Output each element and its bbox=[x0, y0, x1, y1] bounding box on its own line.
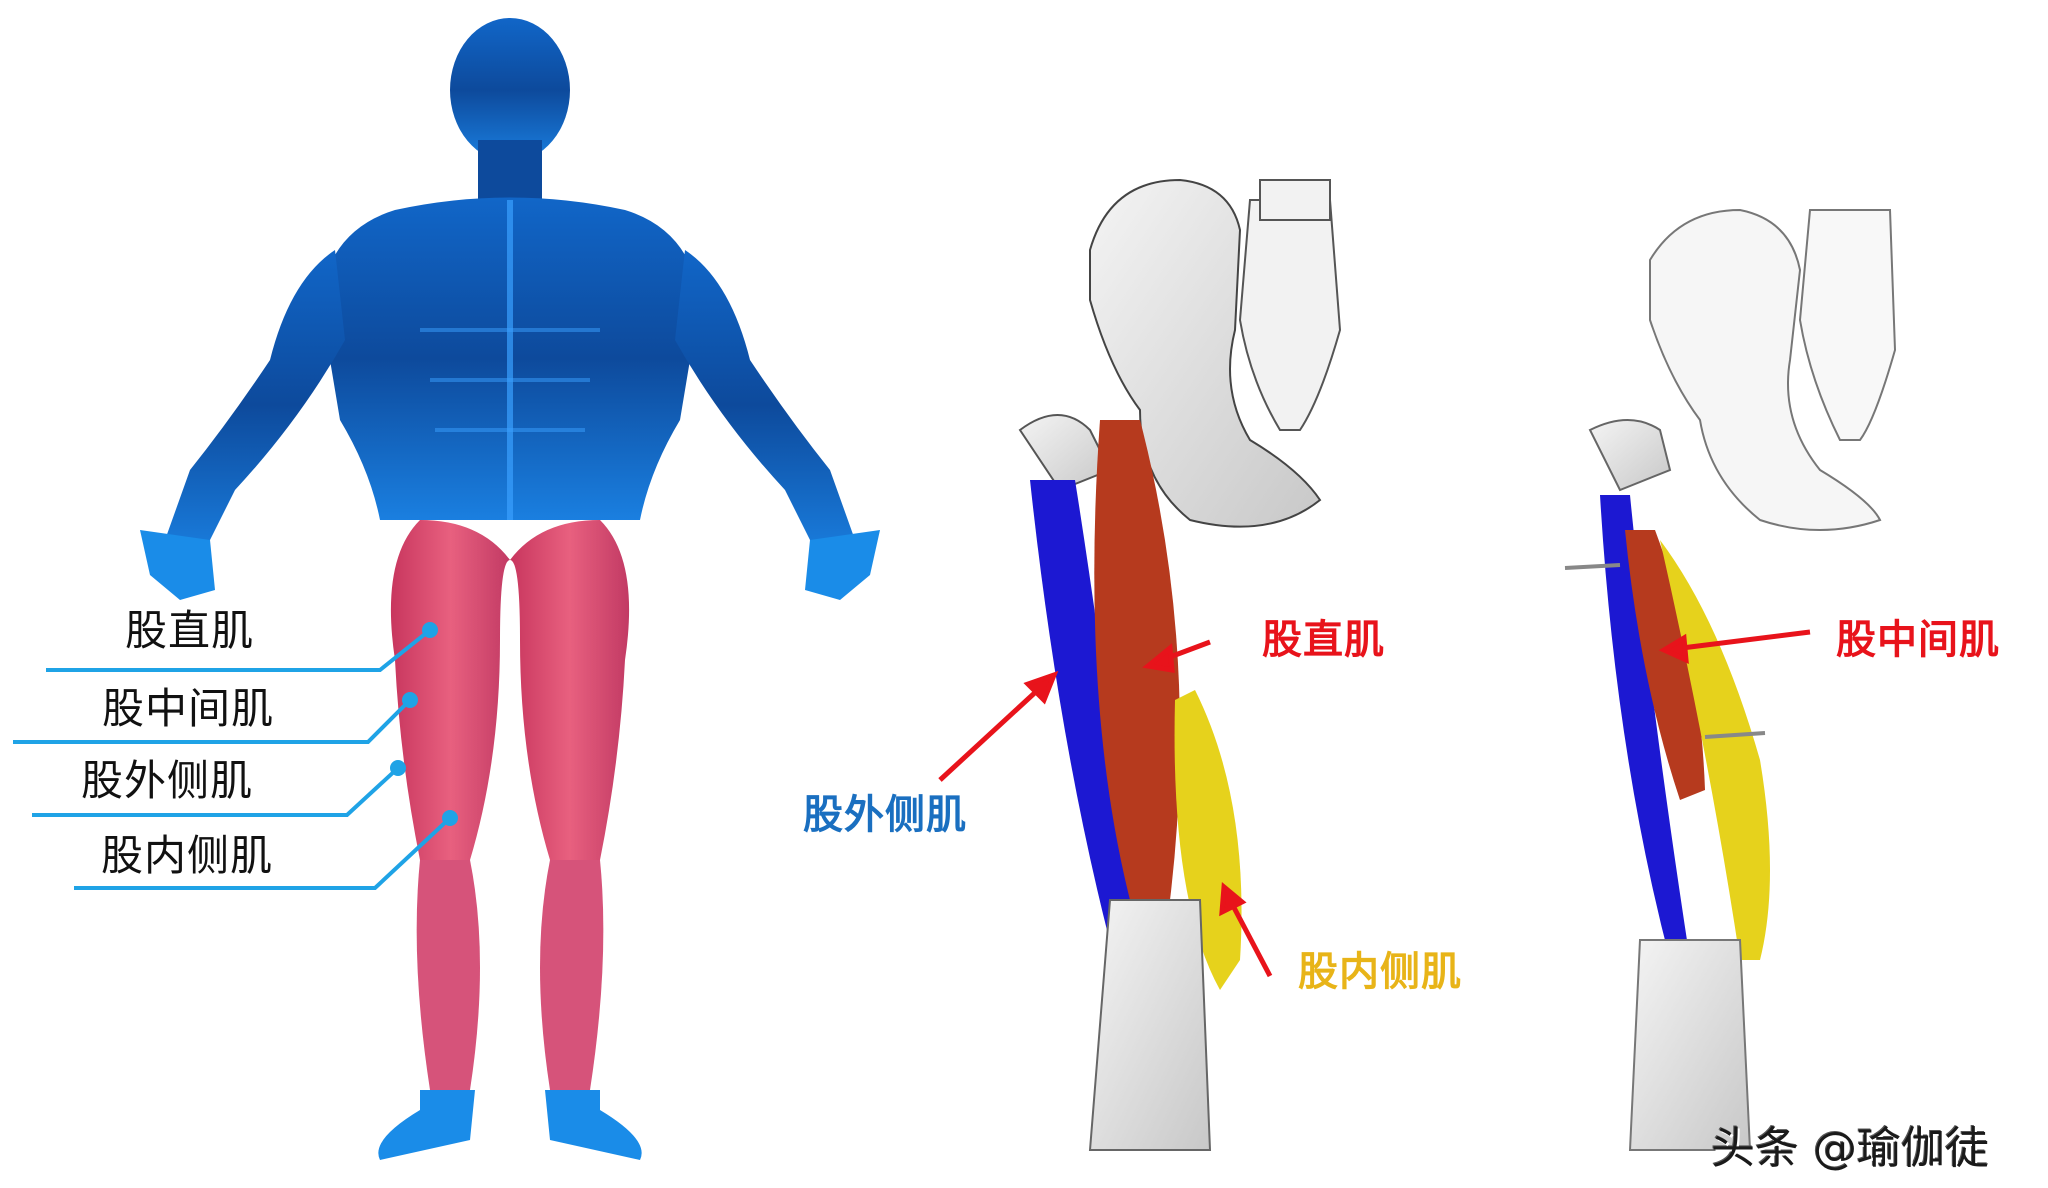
thigh-deep-figure bbox=[1564, 208, 1897, 1151]
watermark: 头条 @瑜伽徒 bbox=[1711, 1123, 1989, 1174]
full-body-figure bbox=[140, 18, 880, 1160]
leader-lines bbox=[13, 628, 452, 890]
label-vastus-intermedius: 股中间肌 bbox=[1836, 617, 2000, 663]
label-vastus-medialis-left: 股内侧肌 bbox=[101, 831, 274, 880]
thigh-anterior-figure bbox=[1018, 178, 1342, 1151]
label-rectus-femoris: 股直肌 bbox=[1262, 617, 1385, 663]
label-vastus-medialis: 股内侧肌 bbox=[1298, 949, 1462, 995]
leader-dots bbox=[390, 622, 458, 826]
label-vastus-lateralis-left: 股外侧肌 bbox=[81, 756, 254, 805]
label-vastus-lateralis: 股外侧肌 bbox=[803, 792, 967, 838]
label-vastus-intermedius-left: 股中间肌 bbox=[102, 684, 275, 733]
annotation-arrows bbox=[938, 629, 1811, 978]
label-rectus-femoris-left: 股直肌 bbox=[125, 606, 255, 655]
